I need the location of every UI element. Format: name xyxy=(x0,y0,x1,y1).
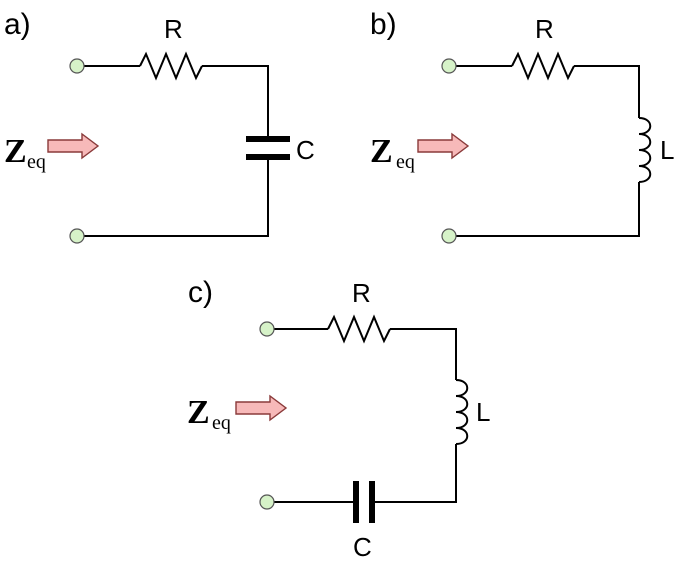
panel-c-wire-top-right xyxy=(390,328,457,380)
panel-a-arrow-icon xyxy=(47,132,100,160)
panel-c: c) R L C Z eq xyxy=(187,276,490,562)
panel-a-resistor xyxy=(139,51,203,81)
panel-a-impedance-symbol: Z xyxy=(4,133,27,170)
panel-b-wire-top-right xyxy=(574,65,640,118)
panel-c-terminal-bottom xyxy=(259,494,275,510)
panel-b-label: b) xyxy=(370,8,397,41)
panel-b: b) R L Z eq xyxy=(370,8,674,244)
panel-b-impedance-symbol: Z xyxy=(370,133,393,170)
panel-b-inductor-label: L xyxy=(660,135,674,165)
panel-a-resistor-label: R xyxy=(164,14,183,44)
panel-c-label: c) xyxy=(188,276,213,309)
panel-c-inductor-label: L xyxy=(476,397,490,427)
panel-a-impedance-subscript: eq xyxy=(27,151,46,173)
panel-a-wire-top-right xyxy=(202,65,269,138)
panel-a: a) R C Z eq xyxy=(4,8,315,244)
panel-c-terminal-top xyxy=(259,321,275,337)
panel-b-wire-bottom xyxy=(449,182,640,237)
panel-b-arrow-icon xyxy=(417,132,470,160)
panel-a-capacitor-label: C xyxy=(296,135,315,165)
panel-c-impedance-subscript: eq xyxy=(212,412,231,434)
panel-c-resistor xyxy=(327,314,391,344)
panel-b-resistor xyxy=(511,51,575,81)
panel-b-inductor xyxy=(638,117,652,183)
panel-c-capacitor-label: C xyxy=(353,532,372,562)
panel-b-terminal-top xyxy=(441,58,457,74)
panel-a-label: a) xyxy=(4,8,31,41)
panel-a-terminal-bottom xyxy=(69,228,85,244)
panel-c-wire-right-down xyxy=(373,444,457,503)
panel-b-impedance-subscript: eq xyxy=(396,151,415,173)
panel-a-terminal-top xyxy=(69,58,85,74)
panel-a-wire-bottom xyxy=(77,158,269,237)
panel-c-inductor xyxy=(455,379,469,445)
panel-b-terminal-bottom xyxy=(441,228,457,244)
panel-c-resistor-label: R xyxy=(352,278,371,308)
panel-c-arrow-icon xyxy=(235,394,288,422)
panel-c-impedance-symbol: Z xyxy=(187,394,210,431)
panel-b-resistor-label: R xyxy=(535,14,554,44)
